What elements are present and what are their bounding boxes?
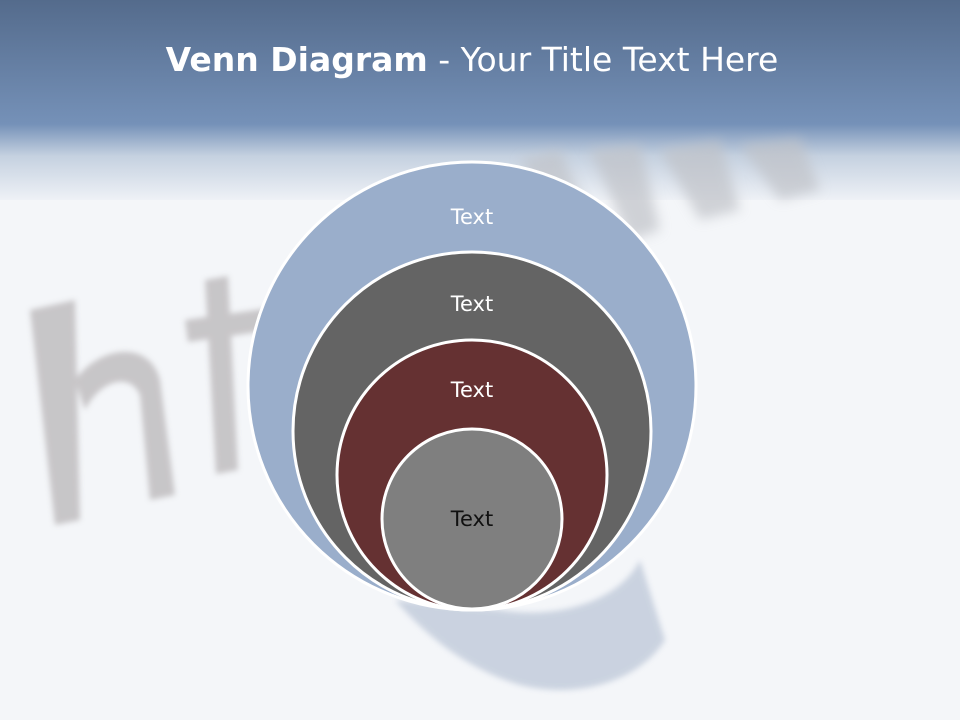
circle-third-label: Text [450, 378, 493, 402]
circle-outer-label: Text [450, 205, 493, 229]
circle-second-label: Text [450, 292, 493, 316]
title-rest: - Your Title Text Here [427, 40, 779, 79]
slide-title: Venn Diagram - Your Title Text Here [0, 40, 944, 79]
circle-inner-label: Text [450, 507, 493, 531]
circle-inner [380, 427, 564, 611]
title-bold: Venn Diagram [165, 40, 428, 79]
